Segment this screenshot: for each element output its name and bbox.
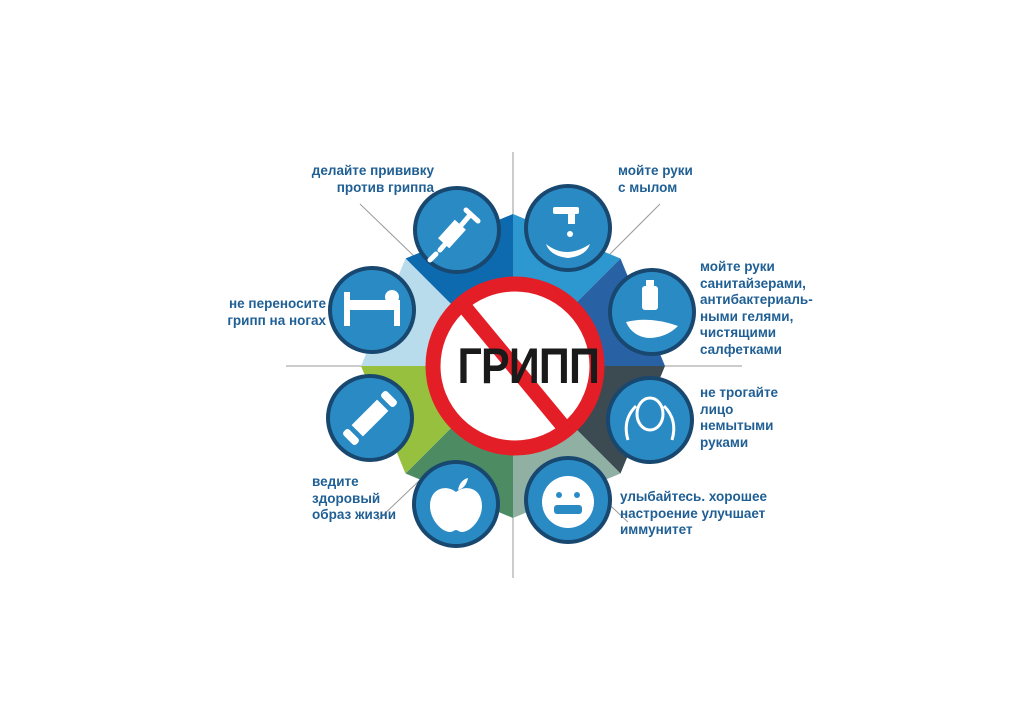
dumbbell-icon	[343, 391, 397, 445]
syringe-icon-circle	[413, 186, 501, 274]
face-icon-circle	[606, 376, 694, 464]
center-word: ГРИПП	[457, 338, 600, 394]
apple-icon	[430, 478, 482, 532]
sanitizer-icon-circle	[608, 268, 696, 356]
dumbbell-icon-circle	[326, 374, 414, 462]
smiley-face-icon	[542, 476, 594, 528]
prohibition-sign	[425, 276, 605, 456]
bed-icon	[344, 290, 400, 326]
faucet-hands-icon	[546, 207, 590, 258]
hand-sanitizer-icon	[626, 280, 678, 338]
icon-circles	[326, 184, 696, 548]
faucet-icon-circle	[524, 184, 612, 272]
hands-face-icon	[624, 396, 676, 441]
smiley-icon-circle	[524, 456, 612, 544]
bed-icon-circle	[328, 266, 416, 354]
apple-icon-circle	[412, 460, 500, 548]
syringe-icon	[427, 207, 481, 263]
